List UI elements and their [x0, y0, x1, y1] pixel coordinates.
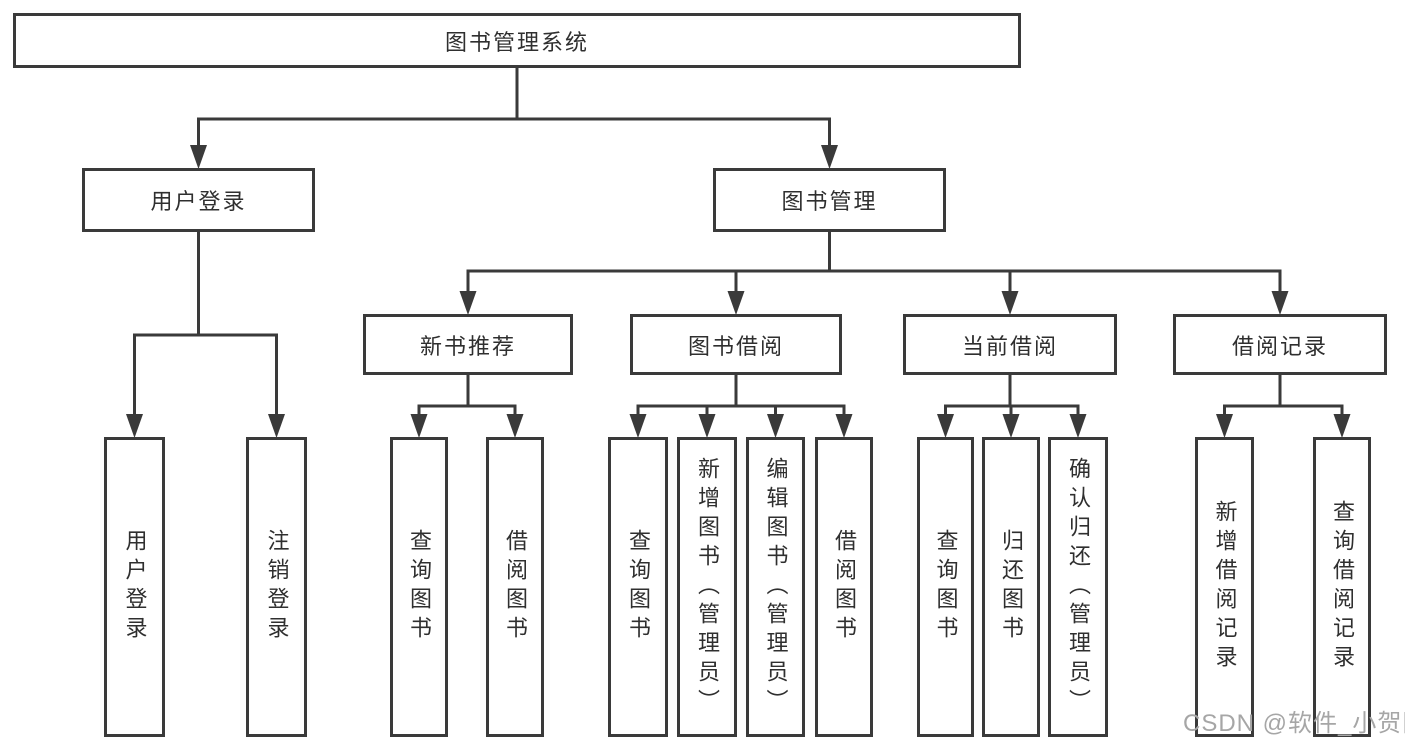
- node-bb-add: 新增图书（管理员）: [677, 437, 737, 737]
- node-cb-query: 查询图书: [917, 437, 974, 737]
- edge-new-book-rec-arrow-0: [410, 414, 428, 438]
- node-ul-login: 用户登录: [104, 437, 165, 737]
- edge-current-borrow-arrow-2: [1069, 414, 1087, 438]
- node-label-cb-query: 查询图书: [933, 529, 959, 645]
- node-label-new-book-rec: 新书推荐: [419, 333, 516, 359]
- edge-book-mgmt-arrow-1: [727, 291, 745, 315]
- node-bb-edit: 编辑图书（管理员）: [746, 437, 805, 737]
- node-label-nb-query: 查询图书: [407, 529, 432, 645]
- edge-root-arrow-1: [821, 145, 838, 169]
- node-label-cb-confirm: 确认归还（管理员）: [1066, 456, 1091, 718]
- node-cb-confirm: 确认归还（管理员）: [1048, 437, 1108, 737]
- node-nb-query: 查询图书: [390, 437, 448, 737]
- node-label-current-borrow: 当前借阅: [961, 333, 1058, 359]
- node-root: 图书管理系统: [13, 13, 1021, 68]
- edge-current-borrow-arrow-0: [937, 414, 954, 438]
- node-new-book-rec: 新书推荐: [363, 314, 573, 375]
- node-book-borrow: 图书借阅: [630, 314, 842, 375]
- node-bb-query: 查询图书: [608, 437, 668, 737]
- edge-user-login-arrow-1: [268, 414, 285, 438]
- node-cb-return: 归还图书: [982, 437, 1040, 737]
- node-label-bb-borrow: 借阅图书: [832, 529, 857, 645]
- edge-book-mgmt-arrow-2: [1001, 291, 1019, 315]
- node-book-mgmt: 图书管理: [713, 168, 946, 232]
- edge-book-borrow-arrow-1: [698, 414, 716, 438]
- edge-book-mgmt-arrow-0: [459, 291, 477, 315]
- node-label-br-query: 查询借阅记录: [1330, 500, 1355, 674]
- node-label-br-add: 新增借阅记录: [1212, 500, 1238, 674]
- edge-borrow-record-arrow-1: [1333, 414, 1351, 438]
- edge-book-borrow-arrow-2: [767, 414, 784, 438]
- node-label-bb-edit: 编辑图书（管理员）: [763, 456, 789, 718]
- edge-book-borrow-arrow-3: [835, 414, 853, 438]
- edge-book-borrow-arrow-0: [629, 414, 647, 438]
- edge-current-borrow-arrow-1: [1002, 414, 1020, 438]
- node-label-borrow-record: 借阅记录: [1231, 333, 1328, 359]
- node-label-ul-login: 用户登录: [122, 529, 148, 645]
- edge-root-arrow-0: [190, 145, 207, 169]
- edge-borrow-record-arrow-0: [1216, 414, 1233, 438]
- node-br-query: 查询借阅记录: [1313, 437, 1371, 737]
- node-label-book-mgmt: 图书管理: [781, 189, 878, 214]
- node-borrow-record: 借阅记录: [1173, 314, 1387, 375]
- node-label-nb-borrow: 借阅图书: [503, 529, 528, 645]
- node-nb-borrow: 借阅图书: [486, 437, 544, 737]
- node-label-bb-query: 查询图书: [626, 529, 651, 645]
- edge-user-login-arrow-0: [126, 414, 143, 438]
- node-label-ul-logout: 注销登录: [264, 529, 290, 645]
- watermark: CSDN @软件_小贺同学: [1183, 710, 1405, 737]
- node-label-cb-return: 归还图书: [999, 529, 1024, 645]
- node-label-user-login: 用户登录: [150, 189, 247, 214]
- edge-book-mgmt-arrow-3: [1271, 291, 1289, 315]
- node-user-login: 用户登录: [82, 168, 315, 232]
- node-br-add: 新增借阅记录: [1195, 437, 1254, 737]
- node-label-bb-add: 新增图书（管理员）: [695, 456, 720, 718]
- edge-new-book-rec-arrow-1: [506, 414, 524, 438]
- node-ul-logout: 注销登录: [246, 437, 307, 737]
- node-bb-borrow: 借阅图书: [815, 437, 873, 737]
- node-label-book-borrow: 图书借阅: [687, 333, 784, 359]
- node-label-root: 图书管理系统: [444, 29, 589, 55]
- node-current-borrow: 当前借阅: [903, 314, 1117, 375]
